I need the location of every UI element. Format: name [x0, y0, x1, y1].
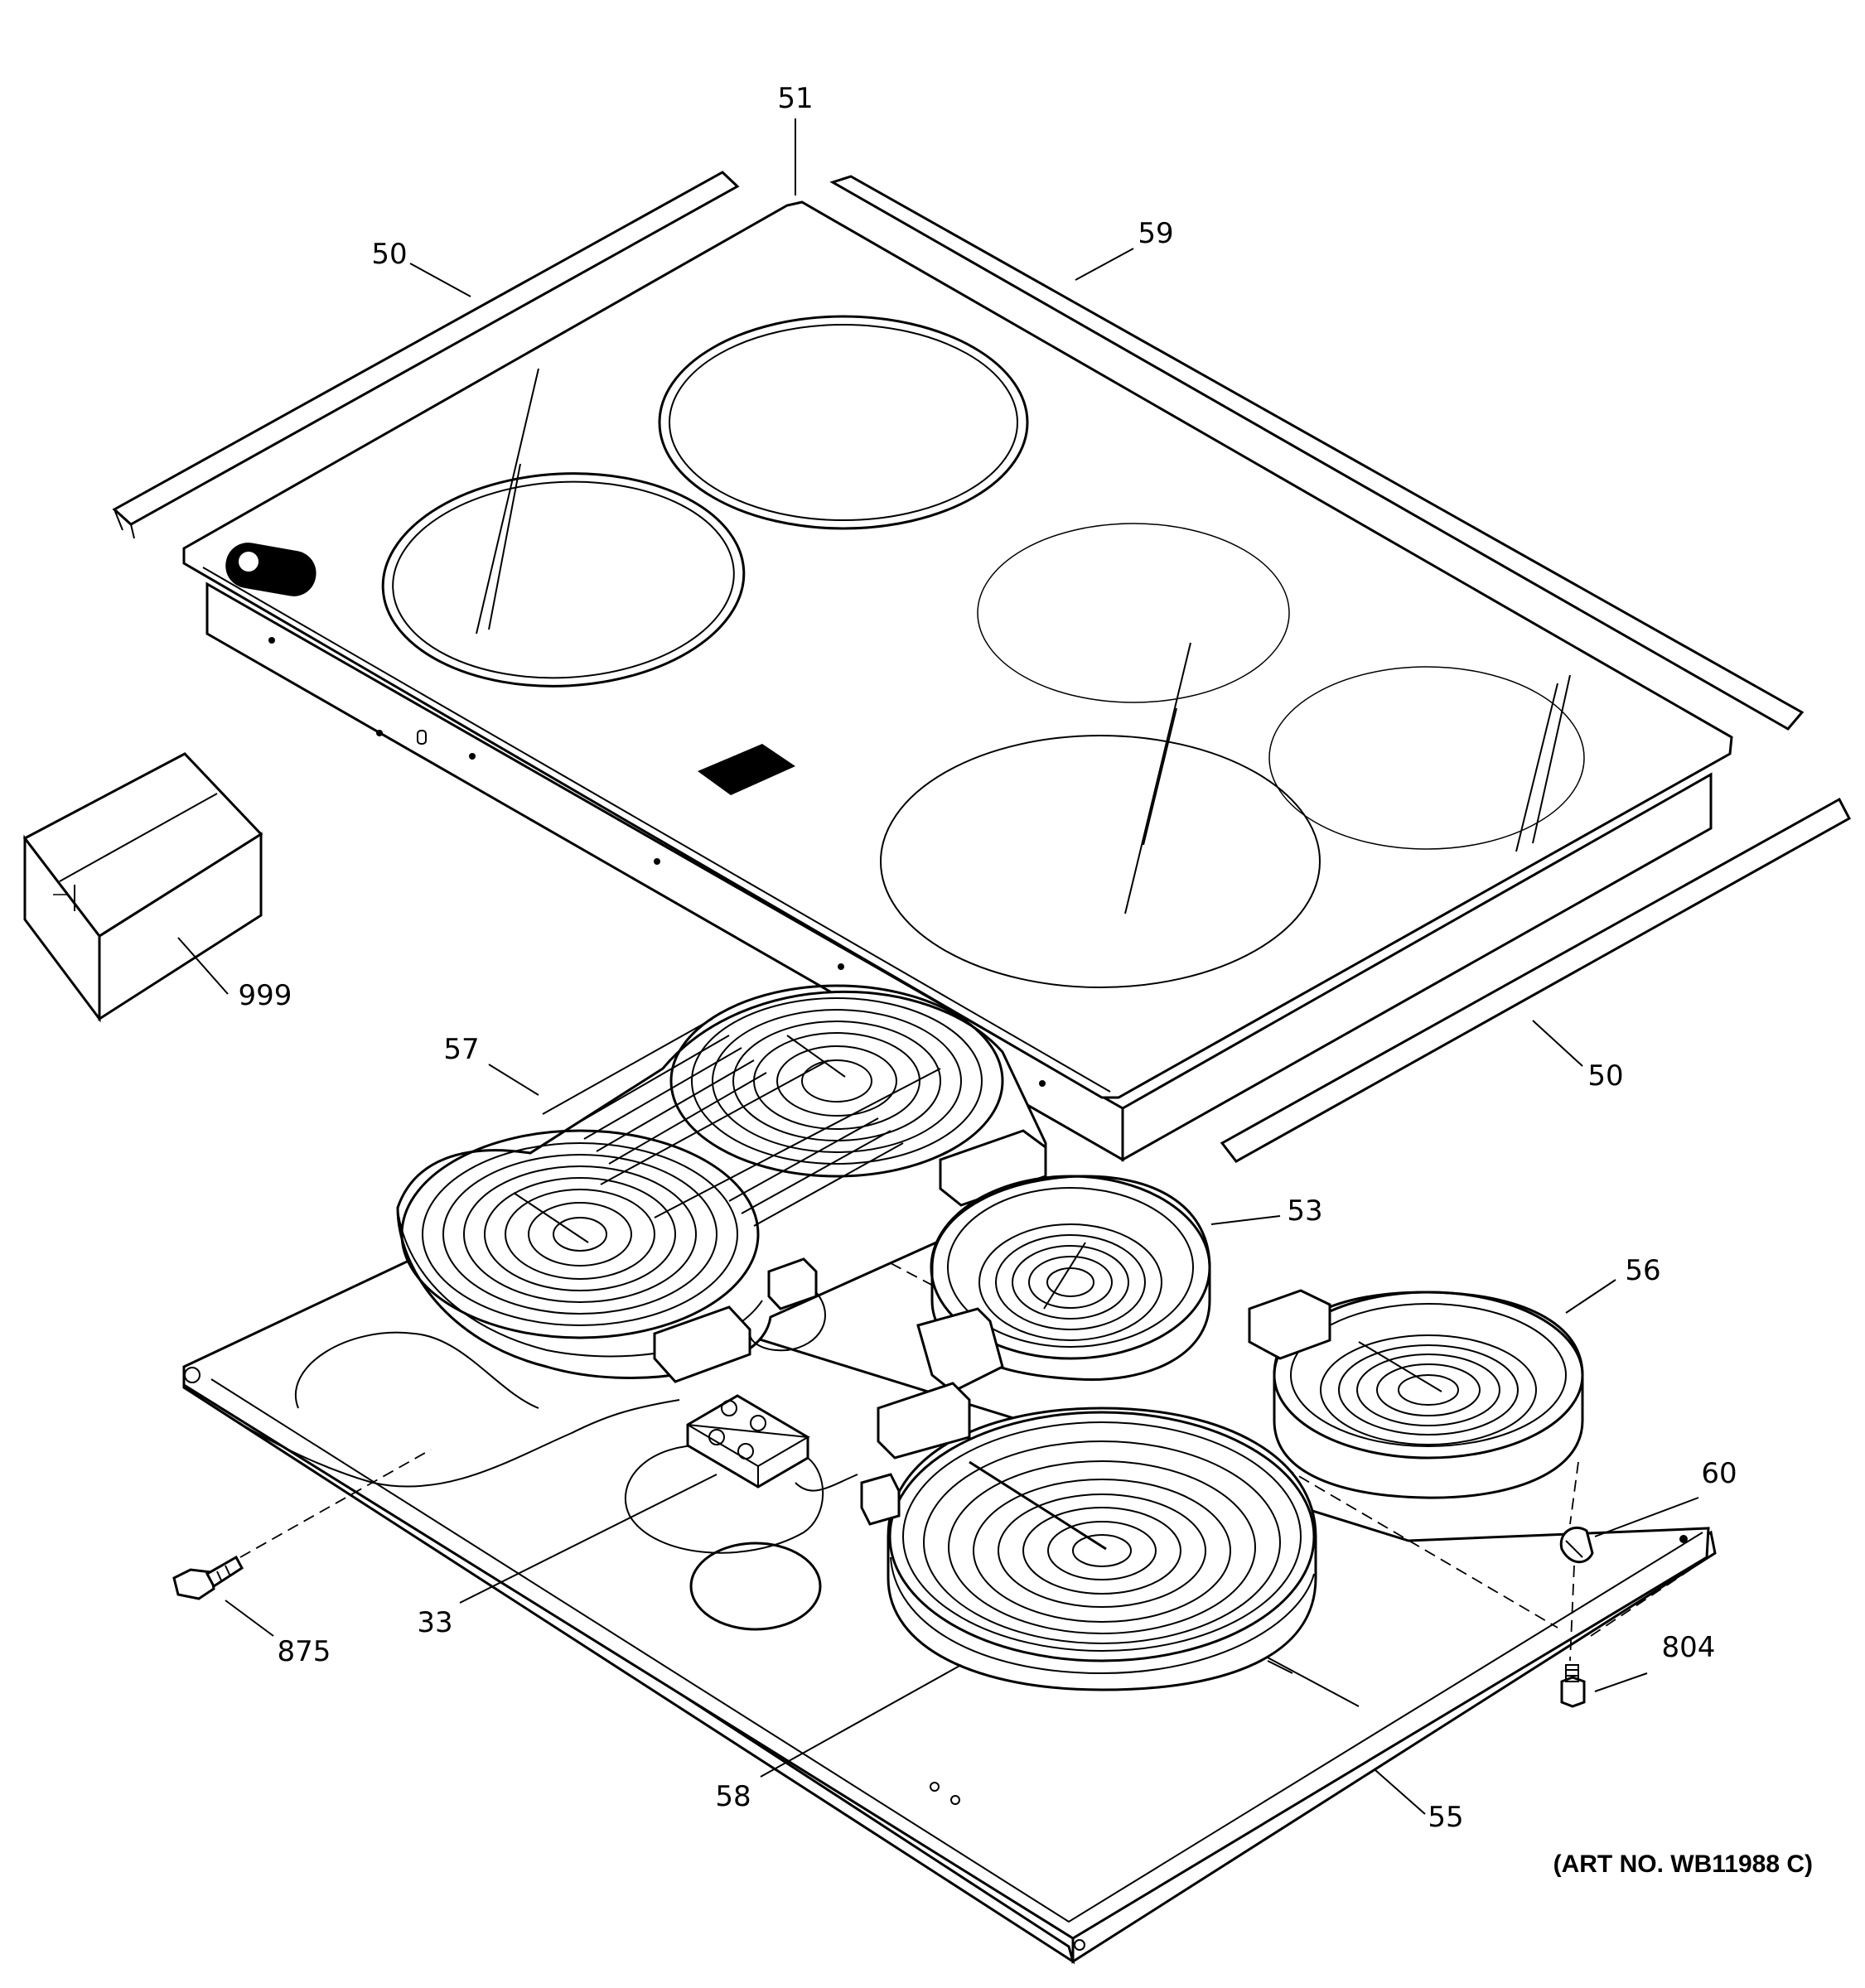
leader-lines	[177, 118, 1699, 1815]
terminal-block-harness	[191, 1331, 858, 1631]
callout-875: 875	[278, 1635, 331, 1668]
callout-59: 59	[1138, 217, 1173, 250]
callout-57: 57	[443, 1033, 479, 1066]
callout-51: 51	[777, 82, 813, 115]
radiant-element-small	[916, 1175, 1211, 1393]
trim-strip-rear	[829, 175, 1805, 731]
hot-surface-label-icon	[698, 744, 795, 795]
screw-804-icon	[1560, 1664, 1586, 1708]
callout-55: 55	[1428, 1801, 1463, 1834]
callout-50-front: 50	[1587, 1059, 1623, 1093]
radiant-element-large	[860, 1382, 1317, 1691]
trim-strip-front	[1220, 797, 1852, 1163]
logo-emblem-icon	[239, 552, 258, 572]
carton-box	[22, 752, 263, 1023]
screw-875-icon	[172, 1449, 432, 1600]
callout-56: 56	[1625, 1254, 1660, 1287]
art-number: (ART NO. WB11988 C)	[1553, 1850, 1813, 1878]
callout-58: 58	[715, 1780, 751, 1813]
callout-33: 33	[417, 1606, 452, 1639]
clip-60-icon	[1559, 1461, 1594, 1662]
callout-999: 999	[239, 979, 292, 1012]
trim-strip-left	[112, 171, 740, 539]
callout-53: 53	[1287, 1194, 1322, 1228]
dual-radiant-element	[396, 984, 1047, 1383]
callout-804: 804	[1662, 1631, 1716, 1664]
callout-60: 60	[1701, 1457, 1737, 1490]
radiant-element-right	[1248, 1289, 1584, 1499]
callout-50-left: 50	[371, 238, 407, 271]
